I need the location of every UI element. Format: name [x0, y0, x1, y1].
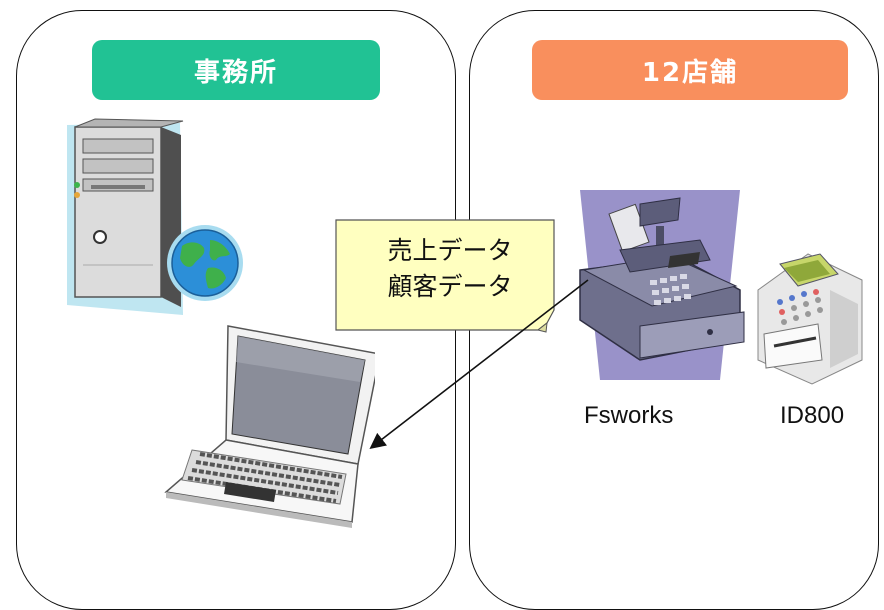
callout-bubble	[335, 219, 555, 333]
fsworks-label: Fsworks	[584, 402, 674, 429]
stores-header: 12店舗	[532, 40, 848, 100]
callout-line-sales: 売上データ	[387, 236, 513, 265]
payment-terminal-icon	[757, 253, 863, 385]
office-header: 事務所	[92, 40, 380, 100]
data-flow-arrow	[369, 279, 589, 449]
cash-register-icon	[579, 190, 745, 380]
globe-icon	[167, 225, 243, 301]
id800-label: ID800	[780, 402, 845, 429]
callout-text: 売上データ 顧客データ	[350, 233, 550, 305]
laptop-icon	[164, 325, 375, 528]
callout-line-customers: 顧客データ	[387, 272, 513, 301]
server-tower-icon	[67, 118, 184, 315]
